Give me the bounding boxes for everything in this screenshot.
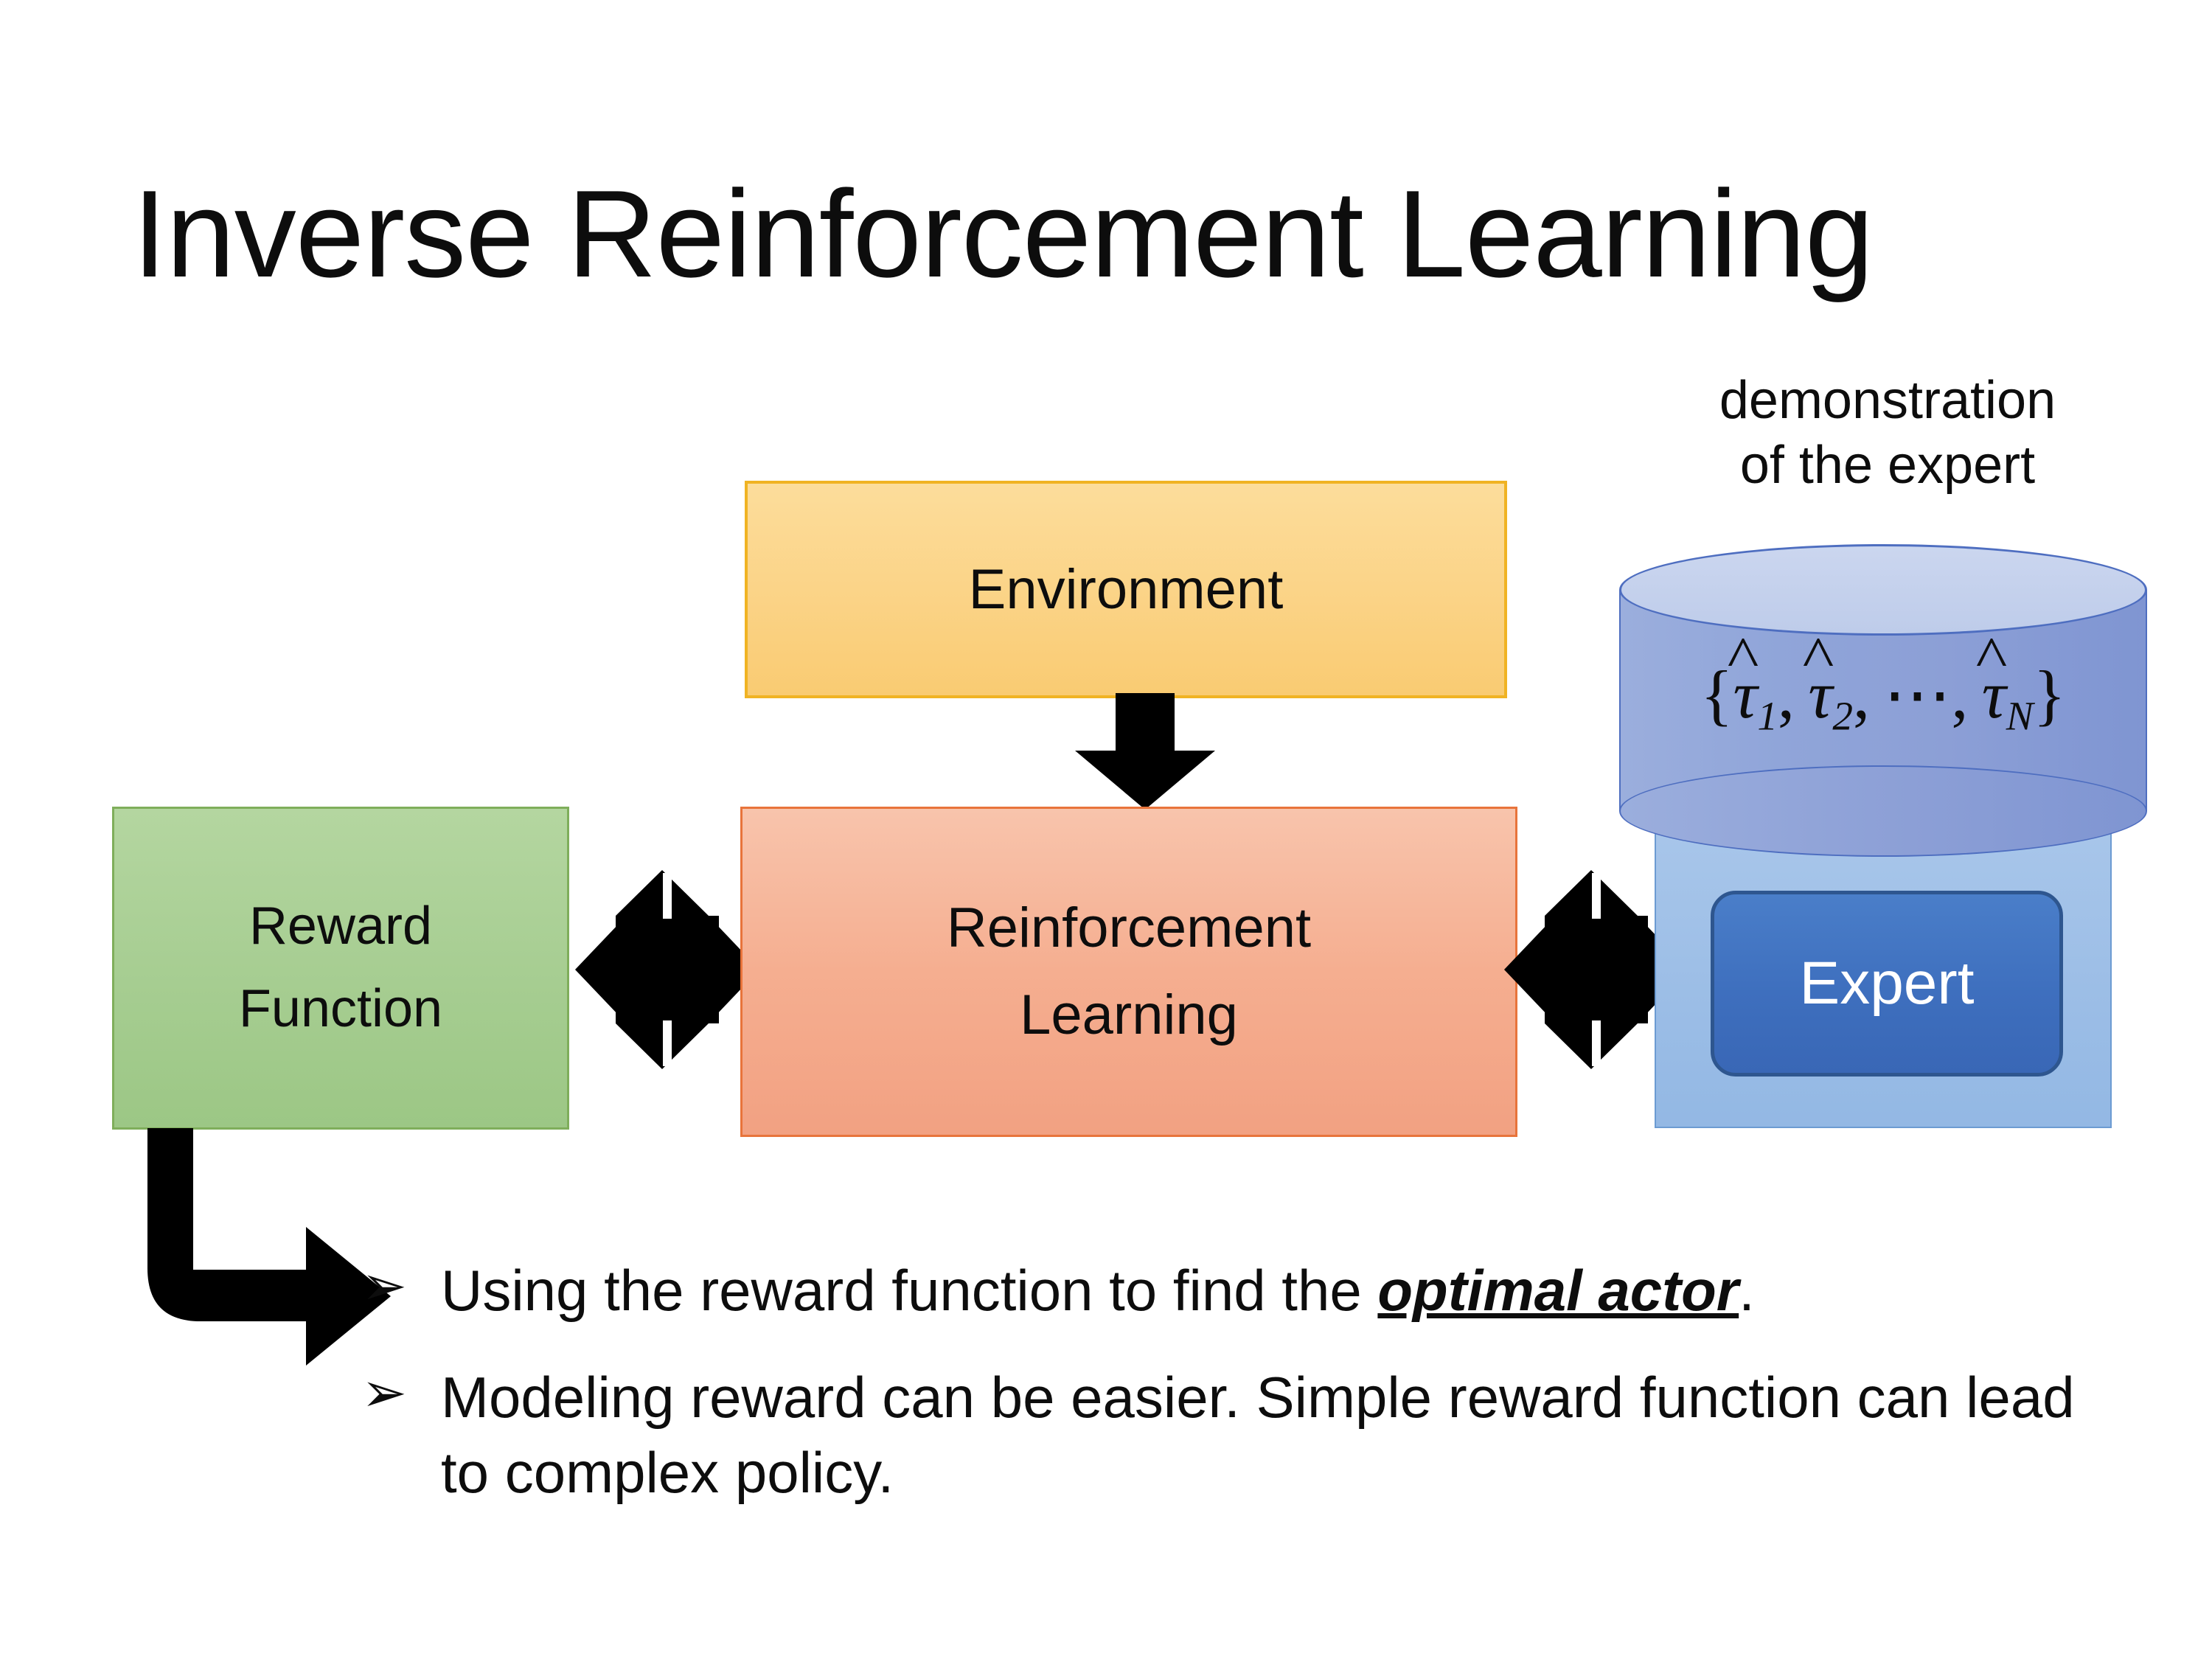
expert-box[interactable]: Expert [1711,891,2063,1077]
reward-function-line-2: Function [238,979,443,1038]
list-item: ➢ Using the reward function to find the o… [361,1253,2116,1328]
demonstration-cylinder: {τ1, τ2, ⋯, τN} [1619,544,2147,857]
reinforcement-learning-line-1: Reinforcement [946,897,1312,960]
bullet-1-post: . [1739,1258,1755,1323]
formula-comma-2: , [1852,657,1870,732]
bullet-2-pre: Modeling reward can be easier. Simple re… [441,1365,2075,1505]
list-item: ➢ Modeling reward can be easier. Simple r… [361,1360,2116,1510]
formula-sub-n: N [2006,693,2034,739]
trajectory-set-formula: {τ1, τ2, ⋯, τN} [1619,655,2147,740]
demonstration-caption: demonstration of the expert [1607,369,2168,498]
formula-tau-2: τ [1808,655,1832,734]
bullet-arrow-icon: ➢ [361,1361,408,1425]
formula-sub-1: 1 [1757,693,1778,739]
formula-comma-1: , [1777,657,1795,732]
bent-arrow-reward-to-bullets-icon [147,1128,391,1366]
bullet-list: ➢ Using the reward function to find the o… [361,1253,2116,1543]
demonstration-caption-line-1: demonstration [1719,371,2056,430]
bullet-arrow-icon: ➢ [361,1254,408,1318]
arrow-environment-to-rl-icon [1075,693,1215,810]
reward-function-box[interactable]: Reward Function [112,807,569,1130]
cylinder-bottom-ellipse [1619,765,2147,857]
bullet-1-pre: Using the reward function to find the [441,1258,1378,1323]
reward-function-line-1: Reward [248,897,433,956]
bullet-1-emphasis: optimal actor [1377,1258,1739,1323]
reinforcement-learning-line-2: Learning [1020,984,1238,1046]
formula-tau-1: τ [1733,655,1757,734]
formula-comma-3: , [1951,657,1969,732]
environment-box[interactable]: Environment [745,481,1507,698]
formula-tau-n: τ [1982,655,2006,734]
four-way-arrow-reward-rl-icon [575,870,759,1069]
page-title: Inverse Reinforcement Learning [132,164,1874,303]
formula-close-brace: } [2033,657,2066,732]
environment-box-label: Environment [968,558,1284,621]
expert-box-label: Expert [1799,950,1975,1017]
formula-ellipsis: ⋯ [1883,657,1952,732]
four-way-arrow-rl-expert-icon [1504,870,1688,1069]
cylinder-top-ellipse [1619,544,2147,636]
demonstration-caption-line-2: of the expert [1739,435,2036,495]
formula-sub-2: 2 [1832,693,1853,739]
reinforcement-learning-box[interactable]: Reinforcement Learning [740,807,1517,1137]
